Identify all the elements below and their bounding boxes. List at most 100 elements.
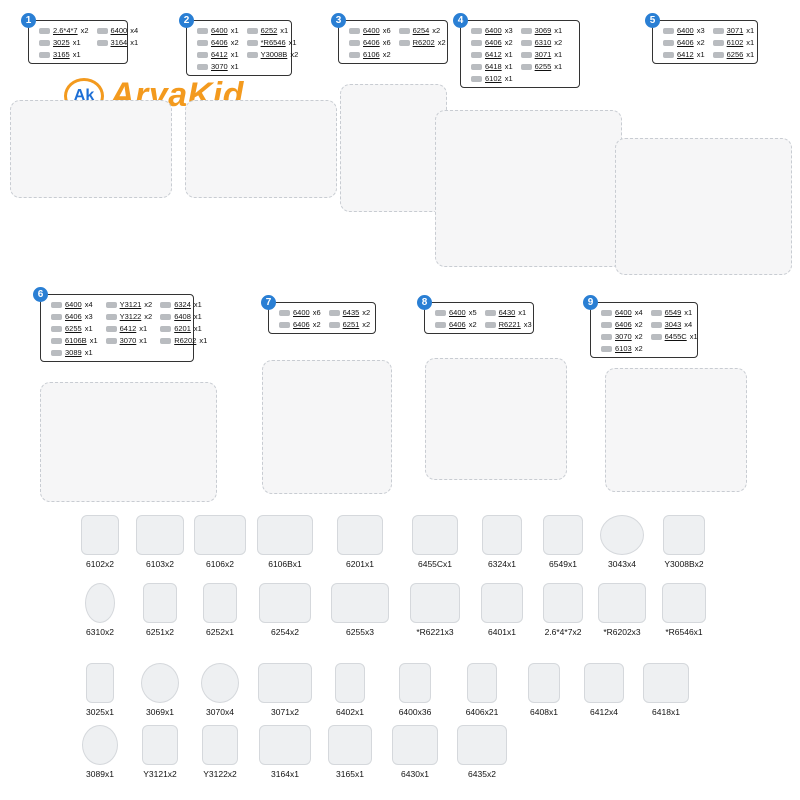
step-number-badge: 7 [261, 295, 276, 310]
inventory-part: 6412x4 [574, 663, 634, 717]
inventory-part: 6455Cx1 [400, 515, 470, 569]
inventory-part: 6408x1 [514, 663, 574, 717]
inventory-row-4: 3089x1 Y3121x2 Y3122x2 3164x1 3165x1 643… [70, 725, 514, 779]
inventory-part: 6201x1 [320, 515, 400, 569]
step-number-badge: 5 [645, 13, 660, 28]
inventory-part: 6255x3 [320, 583, 400, 637]
inventory-part: 6252x1 [190, 583, 250, 637]
step-3-model-placeholder [340, 84, 447, 212]
inventory-part: 3069x1 [130, 663, 190, 717]
step-4-model-placeholder [435, 110, 622, 267]
inventory-part: 6254x2 [250, 583, 320, 637]
step-2-model-placeholder [185, 100, 337, 198]
step-5-model-placeholder [615, 138, 792, 275]
step-1-model-placeholder [10, 100, 172, 198]
inventory-part: 6400x36 [380, 663, 450, 717]
inventory-part: 6103x2 [130, 515, 190, 569]
inventory-part: 6106Bx1 [250, 515, 320, 569]
inventory-part: Y3121x2 [130, 725, 190, 779]
inventory-part: *R6202x3 [592, 583, 652, 637]
inventory-part: 3025x1 [70, 663, 130, 717]
inventory-row-2: 6310x2 6251x2 6252x1 6254x2 6255x3 *R622… [70, 583, 716, 637]
step-number-badge: 8 [417, 295, 432, 310]
step-9-model-placeholder [605, 368, 747, 492]
step-6-model-placeholder [40, 382, 217, 502]
inventory-part: 6251x2 [130, 583, 190, 637]
inventory-part: 6406x21 [450, 663, 514, 717]
inventory-part: 6102x2 [70, 515, 130, 569]
step-number-badge: 9 [583, 295, 598, 310]
inventory-part: 3070x4 [190, 663, 250, 717]
step-number-badge: 6 [33, 287, 48, 302]
step-number-badge: 1 [21, 13, 36, 28]
inventory-part: 3165x1 [320, 725, 380, 779]
inventory-part: 6549x1 [534, 515, 592, 569]
inventory-part: Y3122x2 [190, 725, 250, 779]
step-number-badge: 3 [331, 13, 346, 28]
inventory-row-1: 6102x2 6103x2 6106x2 6106Bx1 6201x1 6455… [70, 515, 716, 569]
